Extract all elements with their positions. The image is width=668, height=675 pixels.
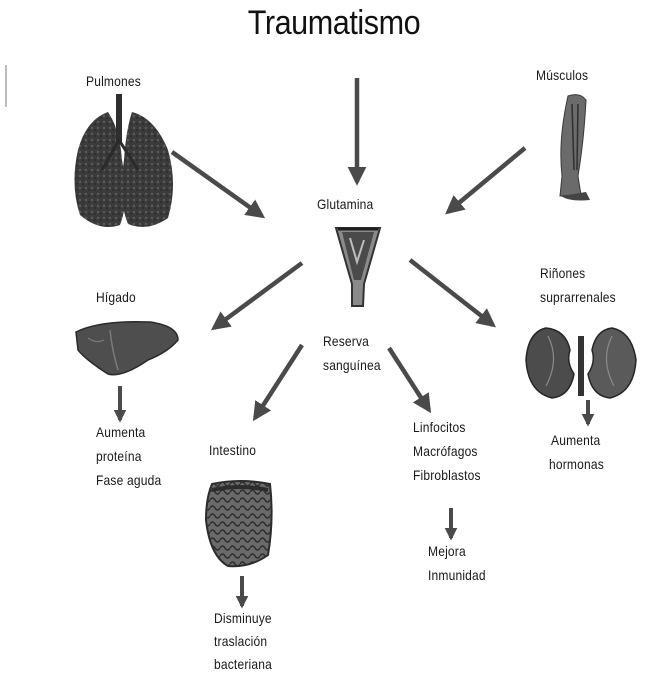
liver-label: Hígado [96,286,136,308]
immune-effect-line1: Mejora [428,540,466,562]
arrow-glutamine-to-liver [214,263,302,328]
kidneys-illustration [526,328,636,398]
reserve-label-line1: Reserva [323,330,369,352]
intestine-label: Intestino [209,439,256,461]
lungs-illustration [74,94,173,227]
reserve-label-line2: sanguínea [323,354,381,376]
liver-illustration [76,322,178,375]
intestine-illustration [206,481,272,566]
glutamine-reserve-illustration [336,228,380,306]
lungs-label: Pulmones [86,70,141,92]
kidneys-label-line2: suprarrenales [540,286,616,308]
muscles-illustration [560,95,590,201]
intestine-effect-line2: traslación [214,630,267,652]
liver-effect-line2: proteína [96,445,142,467]
immune-cells-line3: Fibroblastos [413,464,481,486]
effect-arrows [120,386,588,606]
intestine-effect-line1: Disminuye [214,607,272,629]
kidneys-effect-line1: Aumenta [551,429,600,451]
arrow-glutamine-to-kidneys [410,260,493,325]
immune-cells-line1: Linfocitos [413,416,466,438]
glutamine-label: Glutamina [317,193,373,215]
liver-effect-line1: Aumenta [96,421,145,443]
immune-cells-line2: Macrófagos [413,440,478,462]
kidneys-label-line1: Riñones [540,262,585,284]
immune-effect-line2: Inmunidad [428,564,486,586]
liver-effect-line3: Fase aguda [96,469,161,491]
arrow-muscles-to-glutamine [448,148,525,212]
arrow-glutamine-to-immune [389,348,429,410]
arrow-lungs-to-glutamine [172,152,262,216]
muscles-label: Músculos [536,64,588,86]
arrow-glutamine-to-intestine [255,345,302,418]
kidneys-effect-line2: hormonas [549,453,604,475]
